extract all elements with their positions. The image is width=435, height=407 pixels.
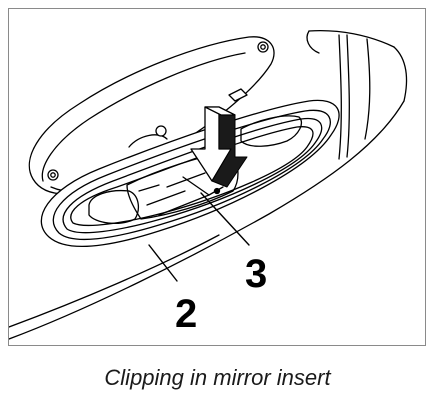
mirror-insert-illustration: 3 2: [9, 29, 408, 340]
press-down-arrow: [190, 106, 248, 188]
figure-caption: Clipping in mirror insert: [104, 365, 331, 390]
callout-number-2: 2: [175, 292, 197, 336]
callout-number-3: 3: [245, 252, 267, 296]
mirror-insert-inner: [88, 115, 302, 225]
illustration-frame: 3 2: [8, 8, 426, 346]
leader-line-3: [200, 192, 250, 246]
body-panel: [9, 29, 408, 340]
leader-lines: [148, 192, 250, 282]
leader-line-2: [148, 244, 178, 282]
mirror-insert-frame: [40, 99, 340, 247]
